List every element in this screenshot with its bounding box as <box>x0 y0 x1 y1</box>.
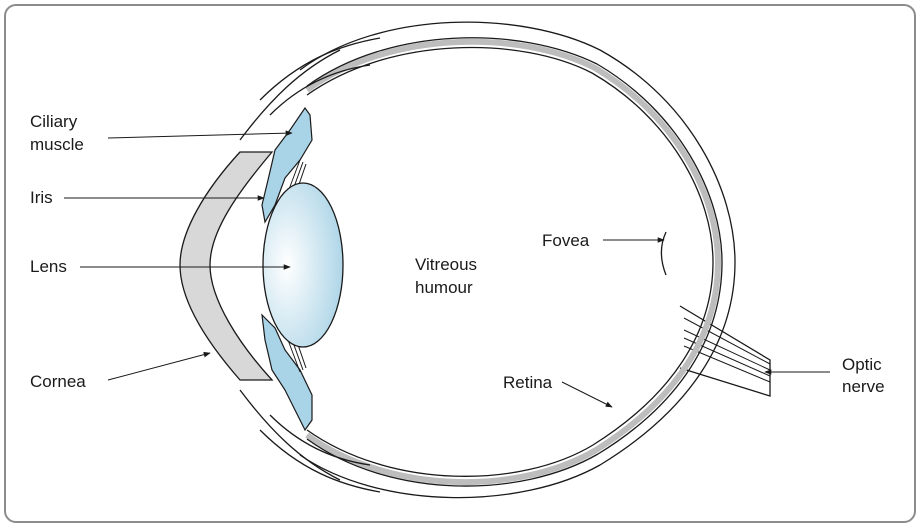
leader-ciliary <box>107 130 293 139</box>
label-optic-nerve-2: nerve <box>842 377 885 396</box>
label-iris: Iris <box>30 188 53 207</box>
label-fovea: Fovea <box>542 231 590 250</box>
label-cornea: Cornea <box>30 372 86 391</box>
label-vitreous-1: Vitreous <box>415 255 477 274</box>
label-lens: Lens <box>30 257 67 276</box>
label-retina: Retina <box>503 373 553 392</box>
label-ciliary-muscle-2: muscle <box>30 135 84 154</box>
fovea <box>660 231 667 276</box>
lens <box>262 182 344 348</box>
cornea <box>179 151 274 381</box>
sclera <box>239 21 736 499</box>
label-vitreous-2: humour <box>415 278 473 297</box>
label-ciliary-muscle-1: Ciliary <box>30 112 78 131</box>
leader-cornea <box>107 351 211 381</box>
label-optic-nerve-1: Optic <box>842 355 882 374</box>
leader-retina <box>561 381 613 408</box>
diagram-frame <box>4 4 916 523</box>
